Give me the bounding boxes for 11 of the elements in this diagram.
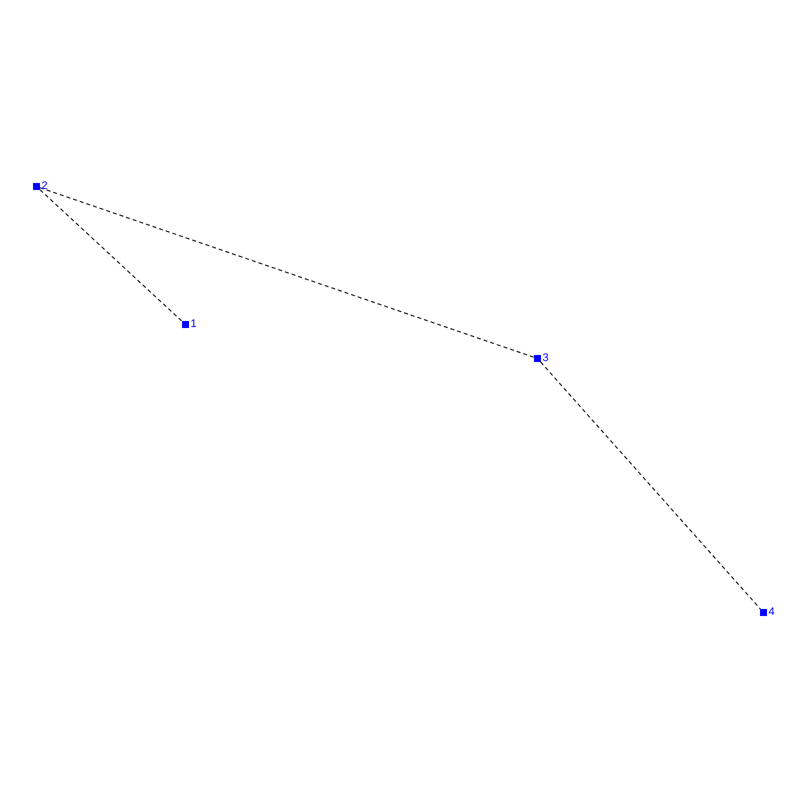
point-marker (534, 355, 541, 362)
dashed-connector-line (540, 362, 761, 610)
point-number: 1 (190, 318, 197, 330)
point-number: 2 (42, 180, 48, 192)
dashed-connector-line (40, 187, 534, 358)
point-marker (33, 183, 40, 190)
point-number: 3 (542, 352, 549, 364)
point-marker (760, 609, 767, 616)
dashed-connector-line (40, 189, 182, 322)
point-number: 4 (768, 606, 775, 618)
point-marker (182, 321, 189, 328)
